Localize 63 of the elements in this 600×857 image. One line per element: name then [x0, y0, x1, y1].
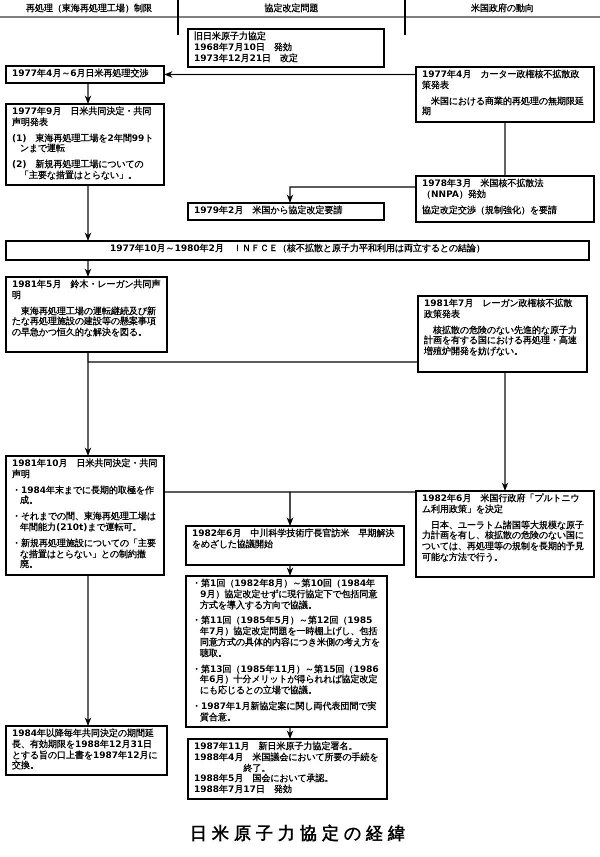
- event-text: 協定改定交渉（規制強化）を要請: [422, 206, 558, 216]
- event-text: 1988年4月 米国議会において所要の手続を終了。: [194, 752, 380, 774]
- event-box: [5, 725, 168, 776]
- event-heading: 1978年3月 米国核不拡散法（NNPA）発効: [422, 179, 544, 201]
- list-item: (2) 新規再処理工場についての「主要な措置はとらない」。: [12, 160, 144, 182]
- arrow: [286, 186, 415, 203]
- connector-line: [87, 353, 417, 363]
- event-text: 1984年以降毎年共同決定の期間延長、有効期限を1988年12月31日とする旨の口上書を1987年12月に交換。: [12, 729, 159, 772]
- diagram-title: 日米原子力協定の経緯: [190, 824, 410, 844]
- event-text: 旧日米原子力協定: [194, 32, 267, 42]
- connector-line: [504, 123, 506, 175]
- event-box: [415, 490, 595, 578]
- event-heading: 1981年7月 レーガン政権核不拡散政策発表: [424, 299, 574, 321]
- event-box: [185, 525, 405, 566]
- arrow: [502, 373, 508, 491]
- event-box: [415, 175, 595, 223]
- event-text: 核拡散の危険のない先進的な原子力計画を有する国における再処理・高速増殖炉開発を妨げない。: [424, 326, 578, 358]
- event-box: [185, 575, 388, 728]
- bullet-item: ・新規再処理施設についての「主要な措置はとらない」との制約撤廃。: [12, 538, 157, 572]
- bullet-item: ・それまでの間、東海再処理工場は年間能力(210t)まで運転可。: [12, 512, 157, 534]
- event-heading: 1977年9月 日米共同決定・共同声明発表: [12, 107, 152, 129]
- arrow: [286, 728, 294, 739]
- list-item: (1) 東海再処理工場を2年間99トンまで運転: [12, 134, 154, 156]
- bullet-item: ・1984年末までに長期的取極を作成。: [12, 486, 156, 508]
- event-box: [5, 240, 590, 261]
- event-heading: 1981年5月 鈴木・レーガン共同声明: [12, 280, 161, 302]
- bullet-item: ・第11回（1985年5月）～第12回（1985年7月）協定改定問題を一時棚上げし、包括同意方式の具体的内容につき米側の考え方を聴取。: [192, 616, 381, 660]
- bullet-item: ・第1回（1982年8月）～第10回（1984年9月）協定改定せずに現行協定下で包括同意方式を導入する方向で協議。: [192, 579, 378, 612]
- bullet-item: ・第13回（1985年11月）～第15回（1986年6月）十分メリットが得られれば協定改定にも応じるとの立場で協議。: [192, 664, 380, 697]
- arrow: [84, 261, 92, 277]
- event-box: [417, 295, 588, 373]
- event-box: [187, 28, 385, 68]
- arrow: [84, 186, 92, 241]
- event-text: 1968年7月10日 発効: [194, 42, 293, 53]
- event-box: [5, 103, 165, 186]
- event-box: [187, 738, 388, 800]
- arrow: [286, 566, 294, 576]
- event-text: 1977年10月～1980年2月 ＩＮＦＣＥ（核不拡散と原子力平和利用は両立するとの結論）: [109, 244, 486, 255]
- column-heading: 再処理（東海再処理工場）制限: [26, 4, 152, 14]
- event-text: 1973年12月21日 改定: [194, 54, 300, 64]
- event-heading: 1977年4月 カーター政権核不拡散政策発表: [422, 70, 580, 92]
- arrow: [84, 84, 92, 104]
- event-heading: 1982年6月 米国行政府「プルトニウム利用政策」を決定: [422, 494, 580, 516]
- event-text: 米国における商業的再処理の無期限延期: [422, 96, 585, 118]
- event-text: 1987年11月 新日米原子力協定署名。: [194, 742, 359, 752]
- arrow: [164, 71, 415, 78]
- bullet-item: ・1987年1月新協定案に関し両代表団間で実質合意。: [192, 702, 378, 724]
- event-text: 1982年6月 中川科学技術庁長官訪米 早期解決をめざした協議開始: [192, 529, 396, 551]
- event-heading: 1981年10月 日米共同決定・共同声明: [12, 459, 158, 481]
- event-text: 1979年2月 米国から協定改定要請: [194, 206, 344, 217]
- event-text: 1988年5月 国会において承認。: [194, 774, 334, 784]
- event-text: 1988年7月17日 発効: [194, 785, 293, 796]
- event-text: 日本、ユーラトム諸国等大規模な原子力計画を有し、核拡散の危険のない国については、再処理等の規制を長期的予見可能な方法で行う。: [422, 520, 585, 564]
- column-heading: 米国政府の動向: [471, 4, 534, 14]
- event-box: [415, 66, 595, 123]
- event-box: [5, 455, 165, 576]
- event-box: [5, 276, 168, 353]
- event-text: 1977年4月～6月日米再処理交渉: [12, 69, 150, 80]
- event-text: 東海再処理工場の運転継続及び新たな再処理施設の建設等の懸案事項の早急かつ恒久的な解決を図る。: [12, 306, 157, 339]
- event-box: [187, 202, 385, 221]
- event-box: [5, 65, 165, 84]
- column-heading: 協定改定問題: [264, 4, 318, 14]
- arrow: [84, 576, 92, 726]
